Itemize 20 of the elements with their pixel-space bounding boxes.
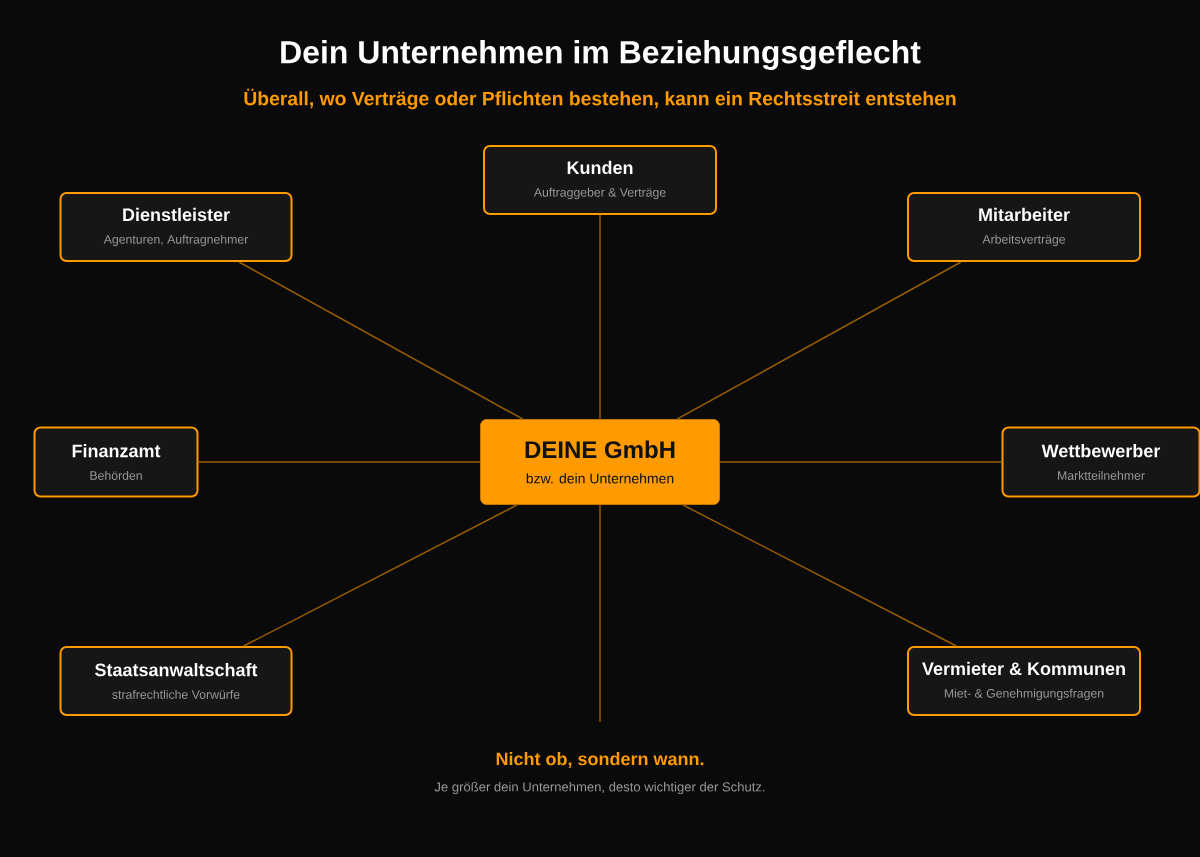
connector-line: [197, 461, 481, 463]
connector-line: [243, 504, 519, 647]
relationship-box: Finanzamt Behörden: [33, 426, 199, 498]
connector-line: [681, 504, 957, 647]
relationship-box: Wettbewerber Marktteilnehmer: [1001, 426, 1200, 498]
connector-line: [599, 214, 601, 420]
connector-line: [599, 504, 601, 723]
note-text: Je größer dein Unternehmen, desto wichtiger der Schutz.: [434, 781, 765, 795]
relationship-box: Kunden Auftraggeber & Verträge: [483, 145, 717, 215]
relationship-box: Mitarbeiter Arbeitsverträge: [907, 192, 1141, 262]
company-box: DEINE GmbH bzw. dein Unternehmen: [480, 419, 720, 505]
subtitle: Überall, wo Verträge oder Pflichten bestehen, kann ein Rechtsstreit entstehen: [244, 88, 956, 110]
title: Dein Unternehmen im Beziehungsgeflecht: [281, 40, 921, 70]
connector-line: [238, 261, 524, 420]
connector-line: [719, 461, 1003, 463]
connector-line: [676, 261, 962, 420]
relationship-box: Vermieter & Kommunen Miet- & Genehmigungsfragen: [907, 646, 1141, 716]
relationship-box: Staatsanwaltschaft strafrechtliche Vorwürfe: [59, 646, 293, 716]
relationship-box: Dienstleister Agenturen, Auftragnehmer: [59, 192, 293, 262]
tagline: Nicht ob, sondern wann.: [496, 752, 704, 768]
